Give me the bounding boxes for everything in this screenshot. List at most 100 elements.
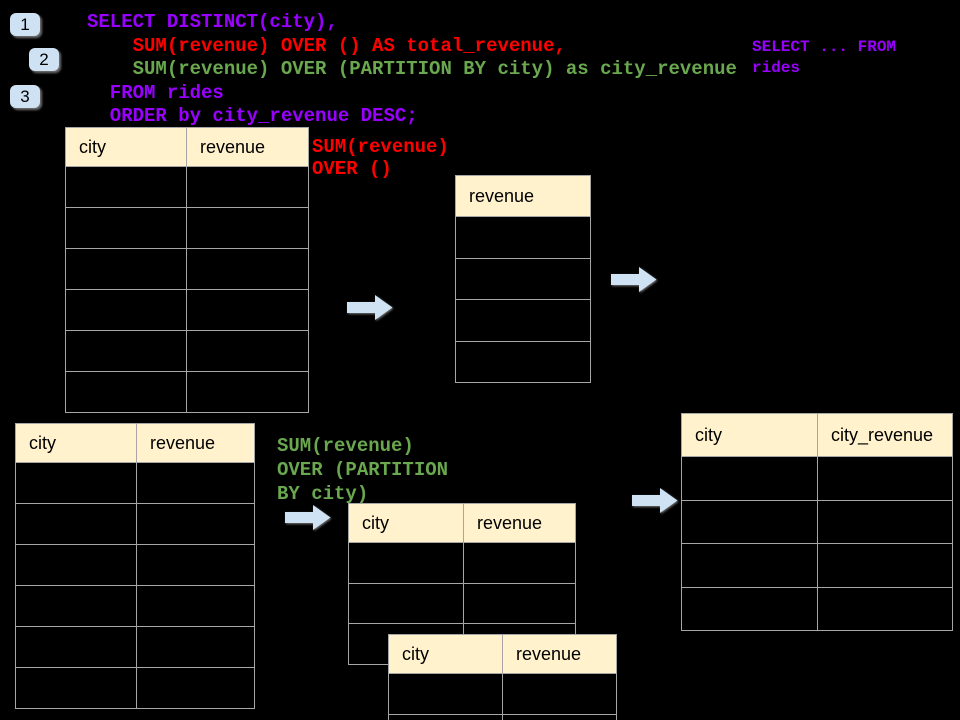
table-cell — [186, 166, 309, 208]
table-cell — [681, 543, 818, 588]
text-line: rides — [752, 59, 801, 77]
table-cell — [681, 499, 818, 544]
table-row — [348, 542, 576, 584]
text-line: SUM(revenue) — [277, 435, 414, 457]
table-cell — [136, 667, 255, 709]
table-row — [388, 714, 617, 720]
text-line: SELECT DISTINCT(city), — [87, 11, 338, 33]
table-row — [15, 462, 255, 504]
table-row — [455, 216, 591, 259]
table-cell — [817, 543, 953, 588]
table-cell — [463, 542, 576, 584]
table-row — [681, 499, 953, 544]
table-cell — [455, 299, 591, 342]
table-cell — [15, 667, 137, 709]
table-cell — [455, 216, 591, 259]
text-line: SUM(revenue) — [312, 136, 449, 158]
step-badge-1: 1 — [10, 13, 40, 36]
column-header: revenue — [136, 423, 255, 463]
table-cell — [65, 371, 187, 413]
table-cell — [186, 371, 309, 413]
table-cell — [136, 585, 255, 627]
step-badge-2: 2 — [29, 48, 59, 71]
table-cell — [15, 462, 137, 504]
table-row — [65, 166, 309, 208]
table-cell — [502, 714, 617, 720]
table-row — [15, 503, 255, 545]
table-row — [15, 585, 255, 627]
text-line: BY city) — [277, 483, 369, 505]
text-line: OVER (PARTITION — [277, 459, 449, 481]
table-cell — [15, 503, 137, 545]
table-cell — [136, 626, 255, 668]
text-line: FROM rides — [87, 81, 224, 104]
table-row — [65, 289, 309, 331]
table-cell — [65, 330, 187, 372]
table-row — [15, 626, 255, 668]
right-arrow-icon — [347, 295, 393, 320]
column-header: revenue — [455, 175, 591, 217]
table-cell — [348, 542, 464, 584]
column-header: city — [65, 127, 187, 167]
step-badge-3: 3 — [10, 85, 40, 108]
right-arrow-icon — [285, 505, 331, 530]
table-cell — [681, 586, 818, 631]
column-header: city — [348, 503, 464, 543]
table-row — [65, 330, 309, 372]
table-cell — [681, 456, 818, 501]
table-cell — [388, 714, 503, 720]
column-header: city — [681, 413, 818, 457]
table-row — [65, 248, 309, 290]
table-cell — [186, 289, 309, 331]
table-cell — [455, 257, 591, 300]
table-cell — [186, 248, 309, 290]
table-cell — [348, 582, 464, 624]
right-arrow-icon — [632, 488, 678, 513]
table-cell — [15, 585, 137, 627]
table-cell — [186, 207, 309, 249]
table-cell — [65, 289, 187, 331]
table-cell — [817, 499, 953, 544]
table-cell — [502, 673, 617, 715]
table-cell — [388, 673, 503, 715]
table-cell — [817, 456, 953, 501]
column-header: revenue — [463, 503, 576, 543]
column-header: city_revenue — [817, 413, 953, 457]
table-row — [15, 667, 255, 709]
table-cell — [463, 582, 576, 624]
table-cell — [15, 626, 137, 668]
table-cell — [136, 544, 255, 586]
table-row — [681, 456, 953, 501]
column-header: city — [388, 634, 503, 674]
column-header: revenue — [502, 634, 617, 674]
table-row — [681, 543, 953, 588]
text-line: SUM(revenue) OVER () AS total_revenue, — [87, 34, 566, 57]
table-total-revenue-result: revenue — [455, 175, 591, 383]
table-cell — [136, 462, 255, 504]
table-row — [65, 371, 309, 413]
sql-code-block: SELECT DISTINCT(city), SUM(revenue) OVER… — [87, 11, 737, 129]
table-cell — [65, 166, 187, 208]
table-row — [681, 586, 953, 631]
table-cell — [15, 544, 137, 586]
table-row — [388, 673, 617, 715]
header-row: revenue — [455, 175, 591, 217]
table-cell — [455, 340, 591, 383]
table-cell — [65, 248, 187, 290]
table-cell — [136, 503, 255, 545]
table-row — [348, 582, 576, 624]
table-row — [455, 299, 591, 342]
column-header: city — [15, 423, 137, 463]
text-line: SELECT ... FROM — [752, 38, 897, 56]
right-arrow-icon — [611, 267, 657, 292]
table-cell — [65, 207, 187, 249]
text-line: OVER () — [312, 158, 392, 180]
